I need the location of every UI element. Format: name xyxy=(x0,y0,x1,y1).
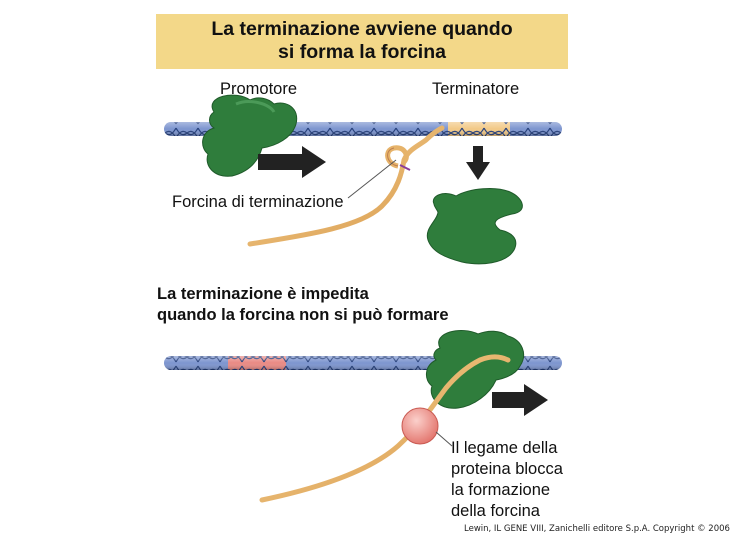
promoter-label: Promotore xyxy=(220,80,298,98)
protein-note: Il legame della proteina blocca la forma… xyxy=(451,438,563,522)
copyright-credit: Lewin, IL GENE VIII, Zanichelli editore … xyxy=(464,524,730,534)
title-line-2: si forma la forcina xyxy=(278,41,446,63)
rna-polymerase-top xyxy=(202,94,298,177)
rna-polymerase-released xyxy=(426,188,523,265)
title-line-1: La terminazione avviene quando xyxy=(211,18,513,40)
note-line-1: Il legame della xyxy=(451,439,558,457)
diagram: La terminazione avviene quando si forma … xyxy=(156,14,730,534)
release-arrow xyxy=(466,146,490,180)
note-line-4: della forcina xyxy=(451,502,540,520)
subtitle-line-2: quando la forcina non si può formare xyxy=(157,306,449,324)
transcription-arrow-bottom xyxy=(492,384,548,416)
subtitle: La terminazione è impedita quando la for… xyxy=(157,284,449,326)
terminator-hairpin-loop xyxy=(385,145,411,171)
binding-protein xyxy=(401,407,439,445)
title-banner: La terminazione avviene quando si forma … xyxy=(156,14,568,69)
hairpin-label: Forcina di terminazione xyxy=(172,193,344,211)
rna-transcript-top xyxy=(247,125,445,247)
hairpin-leader-line xyxy=(347,159,397,199)
note-line-2: proteina blocca xyxy=(451,460,563,478)
protein-leader-line xyxy=(435,431,453,447)
rna-transcript-bottom xyxy=(259,354,511,503)
diagram-graphics xyxy=(164,94,562,503)
rna-polymerase-bottom xyxy=(426,330,524,409)
terminator-label: Terminatore xyxy=(432,80,520,98)
subtitle-line-1: La terminazione è impedita xyxy=(157,285,369,303)
transcription-arrow-top xyxy=(258,146,326,178)
note-line-3: la formazione xyxy=(451,481,551,499)
